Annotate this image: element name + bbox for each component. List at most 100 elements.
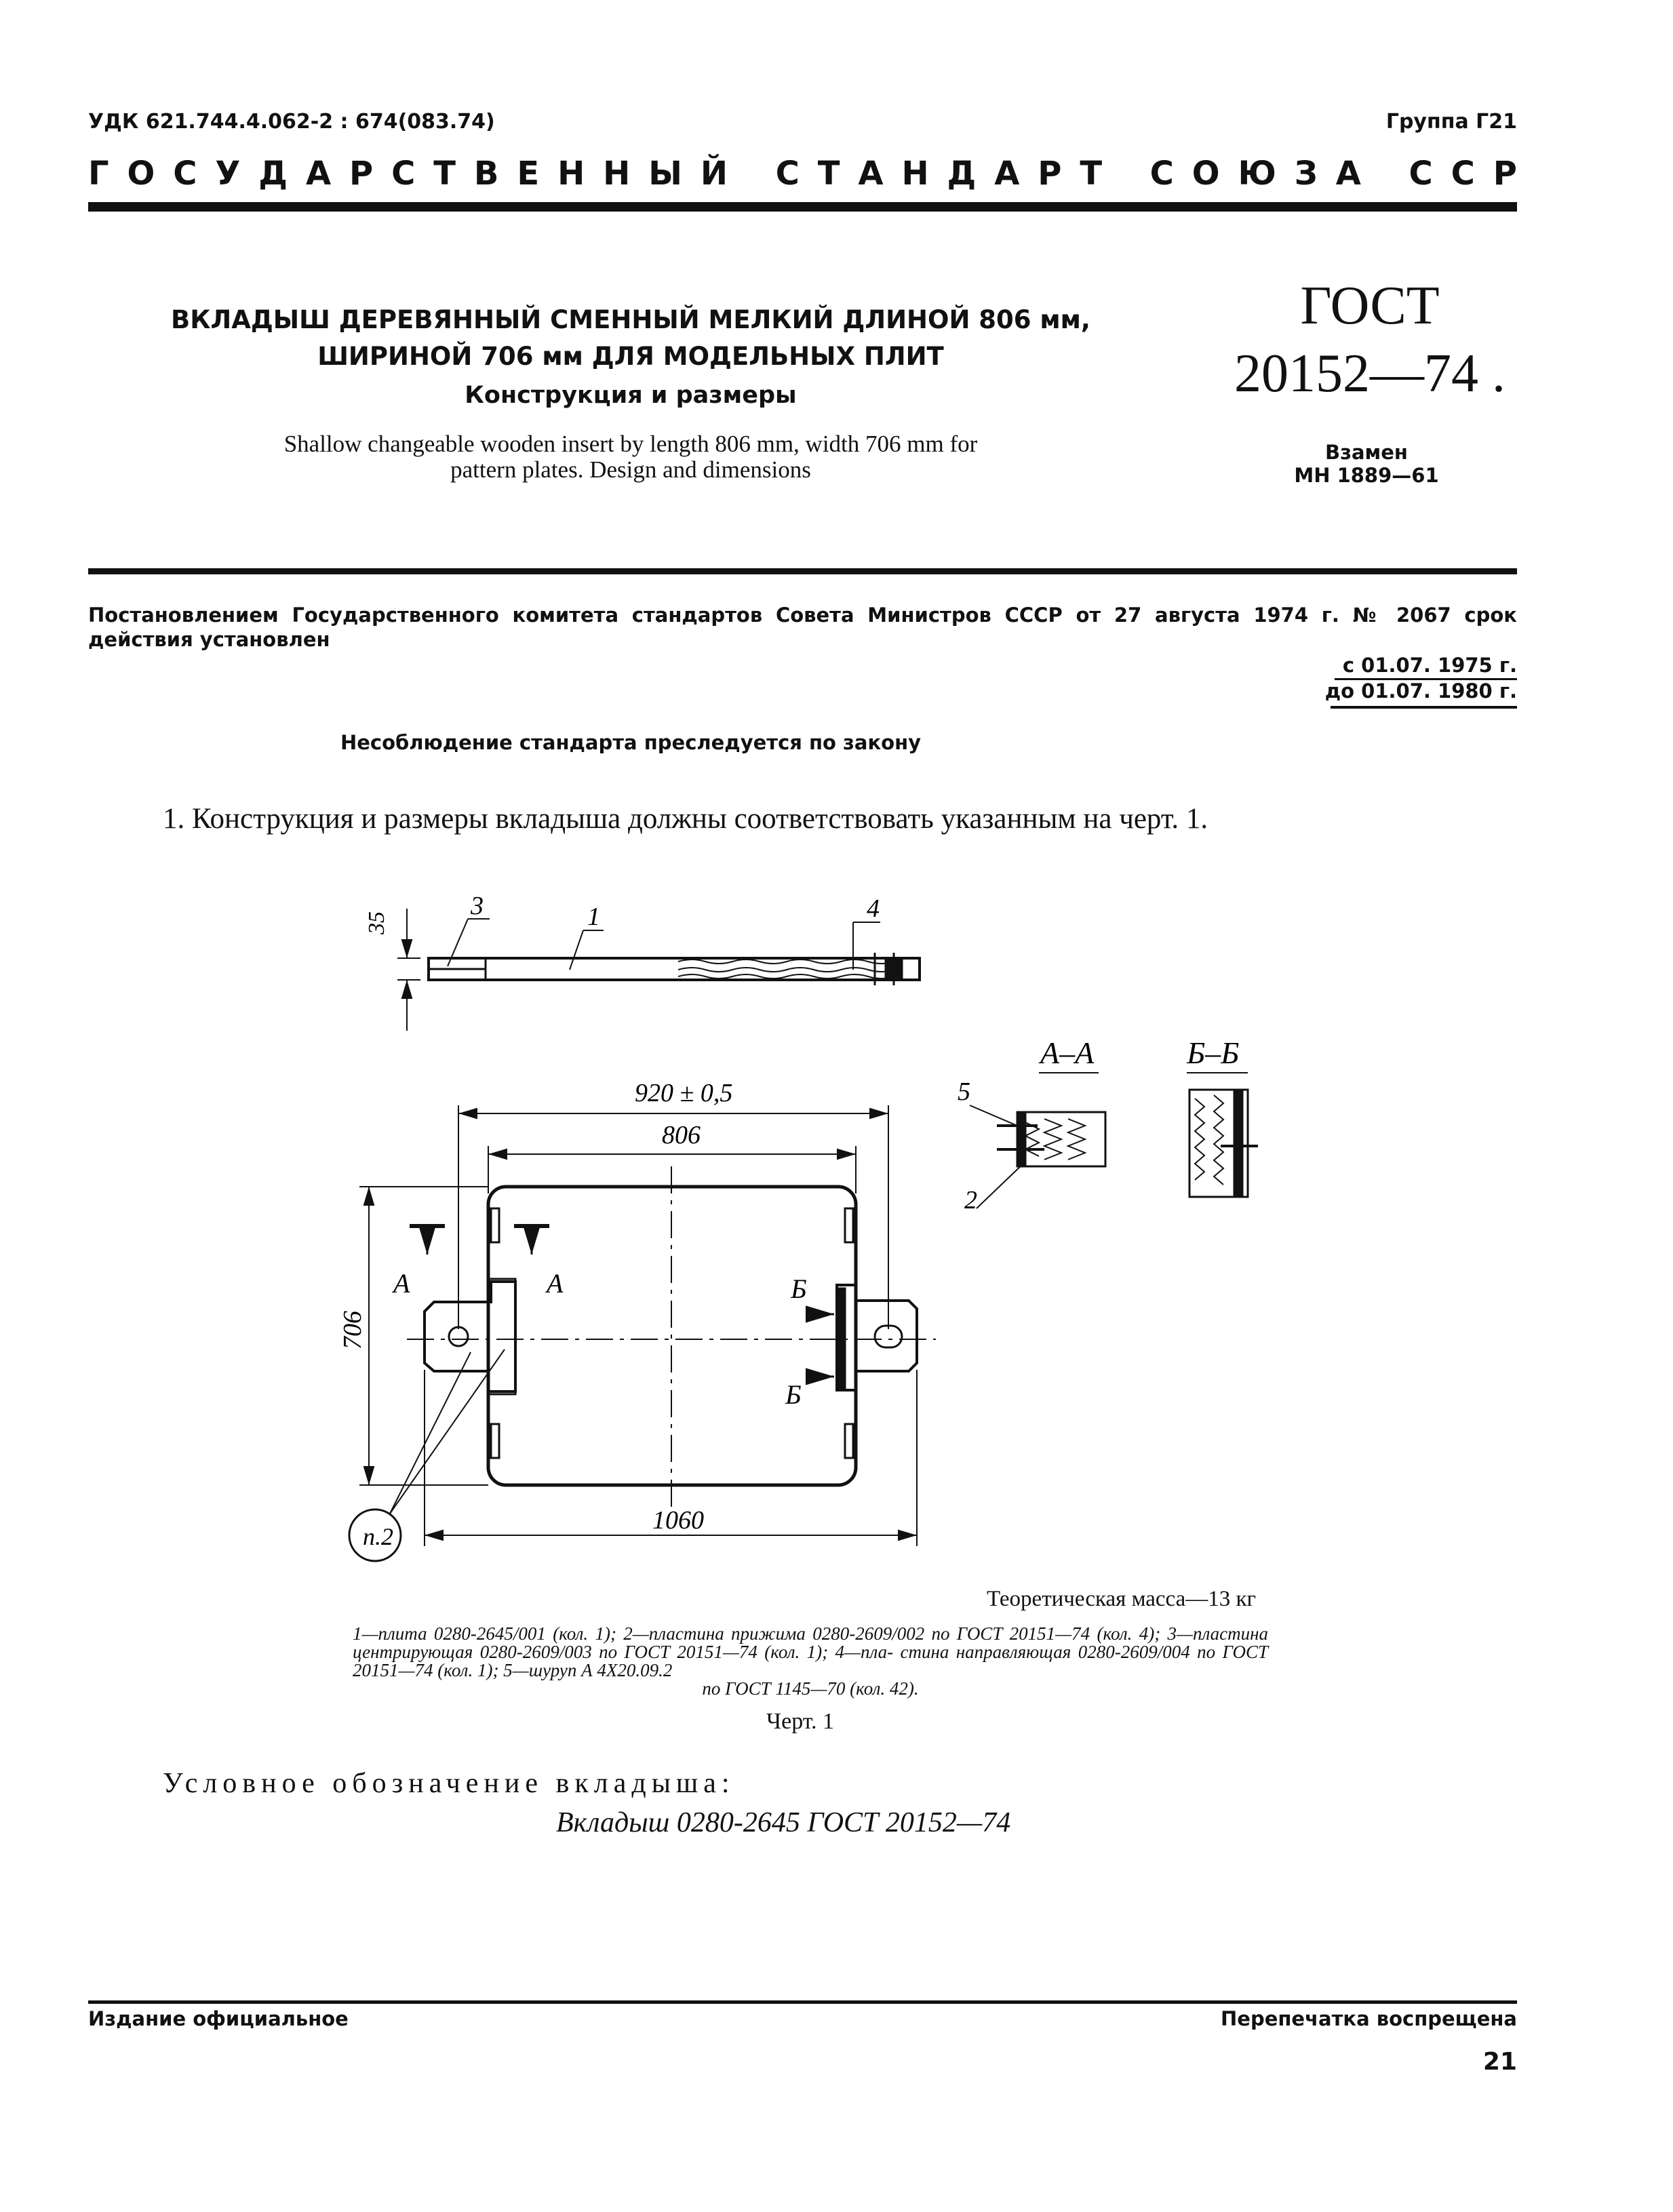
section-bb-hatch	[1194, 1094, 1225, 1185]
banner-letter: А	[994, 155, 1020, 193]
leader-1	[569, 930, 584, 970]
banner-letter: Н	[557, 155, 585, 193]
clamp-plate-tl	[490, 1207, 500, 1244]
english-title-line-2: pattern plates. Design and dimensions	[450, 456, 811, 483]
note-leader-2	[389, 1349, 505, 1514]
banner-letter: У	[215, 155, 241, 193]
page-number: 21	[1482, 2048, 1517, 2076]
designation-value: Вкладыш 0280-2645 ГОСТ 20152—74	[556, 1807, 1011, 1838]
banner-letter: Г	[88, 155, 109, 193]
section-aa-title: А–А	[1038, 1035, 1095, 1070]
ref-5-label: 5	[958, 1078, 970, 1106]
gost-number: 20152—74 .	[1234, 344, 1505, 403]
right-plate-edge	[835, 1287, 846, 1391]
section-a-right-letter: А	[545, 1268, 564, 1299]
ref-1-label: 1	[587, 903, 600, 931]
banner-letter: А	[305, 155, 332, 193]
banner-letter: О	[127, 155, 155, 193]
resolution-line-1: Постановлением Государственного комитета…	[88, 604, 1517, 627]
legend-line-2: (кол. 4); 3—пластина центрирующая 0280-2…	[353, 1623, 1268, 1680]
banner-letter: Е	[517, 155, 540, 193]
section-a-left-letter: А	[391, 1268, 410, 1299]
banner-letter: А	[1335, 155, 1361, 193]
side-view-section-hatch	[677, 959, 896, 979]
valid-to-underline	[1331, 706, 1517, 709]
banner-letter: Ы	[648, 155, 682, 193]
section-b-bottom-letter: Б	[785, 1379, 802, 1410]
title-line-1: ВКЛАДЫШ ДЕРЕВЯННЫЙ СМЕННЫЙ МЕЛКИЙ ДЛИНОЙ…	[171, 305, 1090, 334]
replaces-value: МН 1889—61	[1294, 464, 1439, 487]
ref-4-label: 4	[867, 894, 880, 923]
valid-from: с 01.07. 1975 г.	[1342, 654, 1517, 677]
section-bb-title: Б–Б	[1186, 1035, 1239, 1070]
leader-2	[976, 1162, 1025, 1209]
banner-letter: С	[173, 155, 197, 193]
dim-920-label: 920 ± 0,5	[635, 1079, 732, 1107]
banner-letter: О	[1192, 155, 1220, 193]
title-line-2: ШИРИНОЙ 706 мм ДЛЯ МОДЕЛЬНЫХ ПЛИТ	[317, 342, 944, 371]
banner-letter: Д	[947, 155, 977, 193]
clamp-plate-bl	[490, 1423, 500, 1459]
right-guide-plate	[835, 1284, 918, 1391]
banner-letter: Н	[901, 155, 929, 193]
banner-letter: Й	[700, 155, 728, 193]
document-subtitle: Конструкция и размеры	[465, 382, 797, 409]
dim-1060-label: 1060	[652, 1506, 704, 1535]
banner-letter: Т	[433, 155, 456, 193]
dim-35-label: 35	[364, 911, 389, 935]
banner-letter: А	[858, 155, 884, 193]
resolution-line-2: действия установлен	[88, 628, 330, 651]
banner-letter: С	[1451, 155, 1475, 193]
banner-letter: Р	[1493, 155, 1517, 193]
side-view-end	[901, 957, 921, 981]
left-centering-hole	[448, 1326, 469, 1347]
footer-rule	[88, 2000, 1517, 2004]
dim-806-label: 806	[662, 1121, 701, 1149]
clamp-plate-tr	[844, 1207, 854, 1244]
legal-warning: Несоблюдение стандарта преследуется по з…	[340, 731, 922, 754]
legend-line-1: 1—плита 0280-2645/001 (кол. 1); 2—пласти…	[353, 1623, 1090, 1644]
section-bb-body	[1188, 1088, 1249, 1198]
theoretical-mass: Теоретическая масса—13 кг	[987, 1587, 1257, 1611]
side-view	[397, 909, 921, 1031]
paragraph-1: 1. Конструкция и размеры вкладыша должны…	[163, 803, 1208, 835]
banner-letter: Т	[817, 155, 840, 193]
leader-3	[447, 918, 469, 967]
section-bb-plate	[1233, 1088, 1244, 1198]
section-aa	[969, 1072, 1107, 1209]
banner-letter: Д	[258, 155, 288, 193]
banner-letter: С	[391, 155, 416, 193]
title-rule	[88, 568, 1517, 574]
banner-letter: Т	[1080, 155, 1103, 193]
left-plate-body	[487, 1278, 517, 1396]
left-centering-plate	[423, 1280, 517, 1393]
banner-letter: З	[1294, 155, 1318, 193]
group-code: Группа Г21	[1385, 110, 1517, 134]
banner-letter: Ю	[1238, 155, 1276, 193]
banner-letter: Н	[603, 155, 631, 193]
english-title-line-1: Shallow changeable wooden insert by leng…	[283, 431, 978, 457]
document-title: ВКЛАДЫШ ДЕРЕВЯННЫЙ СМЕННЫЙ МЕЛКИЙ ДЛИНОЙ…	[156, 302, 1105, 375]
figure-label: Черт. 1	[766, 1709, 835, 1734]
udk-code: УДК 621.744.4.062-2 : 674(083.74)	[88, 110, 495, 134]
note-bubble	[348, 1508, 402, 1562]
valid-from-underline	[1335, 678, 1517, 680]
banner-letter: Р	[1038, 155, 1062, 193]
reprint-note: Перепечатка воспрещена	[1221, 2007, 1517, 2030]
banner-letter: Р	[349, 155, 374, 193]
note-bubble-label: п.2	[363, 1523, 393, 1550]
leader-5	[969, 1105, 1018, 1126]
banner-letter: В	[473, 155, 499, 193]
plan-view	[348, 1105, 936, 1562]
section-bb	[1187, 1072, 1258, 1198]
banner-letter: С	[1409, 155, 1433, 193]
ref-3-label: 3	[470, 892, 484, 920]
designation-label: Условное обозначение вкладыша:	[163, 1768, 735, 1799]
header-rule	[88, 202, 1517, 212]
drawing-legend: 1—плита 0280-2645/001 (кол. 1); 2—пласти…	[353, 1625, 1268, 1698]
edition-note: Издание официальное	[88, 2007, 349, 2030]
clamp-plate-br	[844, 1423, 854, 1459]
dim-706-label: 706	[338, 1311, 367, 1349]
